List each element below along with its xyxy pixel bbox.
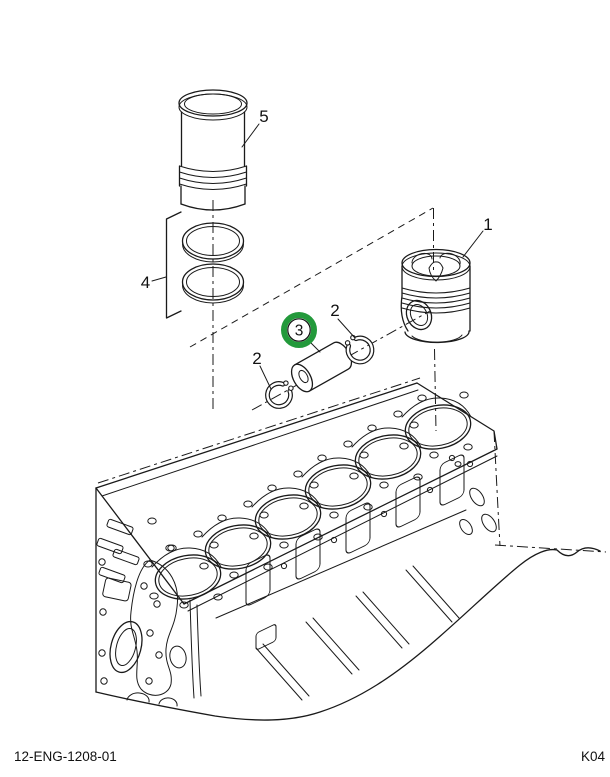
engine-block-drawing — [95, 377, 607, 721]
callout-1-piston[interactable]: 1 — [483, 215, 492, 234]
figure-doc-number: 12-ENG-1208-01 — [14, 749, 117, 764]
block-right-section-line — [493, 430, 501, 547]
piston-ring-kit-drawing — [165, 211, 245, 319]
callout-leader-1 — [462, 230, 484, 258]
deck-left-corner-edge — [95, 487, 185, 605]
figure-page-code: K04 — [581, 749, 606, 764]
deck-front-chamfer — [187, 455, 498, 612]
callout-2-retaining-ring-right[interactable]: 2 — [330, 301, 339, 320]
callout-leader-2-left — [259, 365, 272, 390]
block-break-line — [95, 547, 601, 721]
pin-retaining-ring-right-drawing — [344, 334, 375, 365]
callout-2-retaining-ring-left[interactable]: 2 — [252, 349, 261, 368]
pin-axis-centerline — [251, 310, 431, 411]
hotspot-inner-circle — [287, 318, 311, 342]
assembly-projection-line — [189, 207, 434, 348]
hotspot-highlight-ring[interactable] — [281, 312, 317, 348]
pin-retaining-ring-left-drawing — [265, 380, 294, 409]
block-back-centerline — [97, 377, 421, 484]
block-back-rail-inner — [101, 389, 419, 497]
projection-lines — [189, 200, 437, 432]
callouts: 1 2 2 3 4 5 — [141, 107, 493, 390]
cylinder-bores — [143, 391, 476, 609]
piston-centerline-lower — [434, 348, 437, 432]
ring-kit-bracket — [165, 211, 182, 319]
callout-3-piston-pin[interactable]: 3 — [295, 323, 304, 340]
block-right-end-face — [448, 454, 497, 536]
piston-pin-bore — [405, 299, 433, 331]
block-left-end-face — [96, 518, 187, 707]
block-back-rail — [95, 382, 418, 489]
callout-leader-3 — [309, 341, 321, 353]
piston-drawing — [400, 248, 471, 344]
block-bottom-centerline — [494, 544, 607, 553]
callout-leader-2-right — [337, 318, 356, 339]
piston-pin-drawing — [290, 341, 353, 393]
block-front-wall — [189, 452, 467, 701]
callout-4-ring-kit[interactable]: 4 — [141, 273, 150, 292]
callout-5-cylinder-sleeve[interactable]: 5 — [259, 107, 268, 126]
cylinder-sleeve-drawing — [178, 89, 248, 211]
callout-leader-4 — [151, 276, 167, 282]
highlighted-hotspot-3[interactable]: 3 — [281, 312, 321, 353]
callout-leader-5 — [241, 123, 260, 148]
